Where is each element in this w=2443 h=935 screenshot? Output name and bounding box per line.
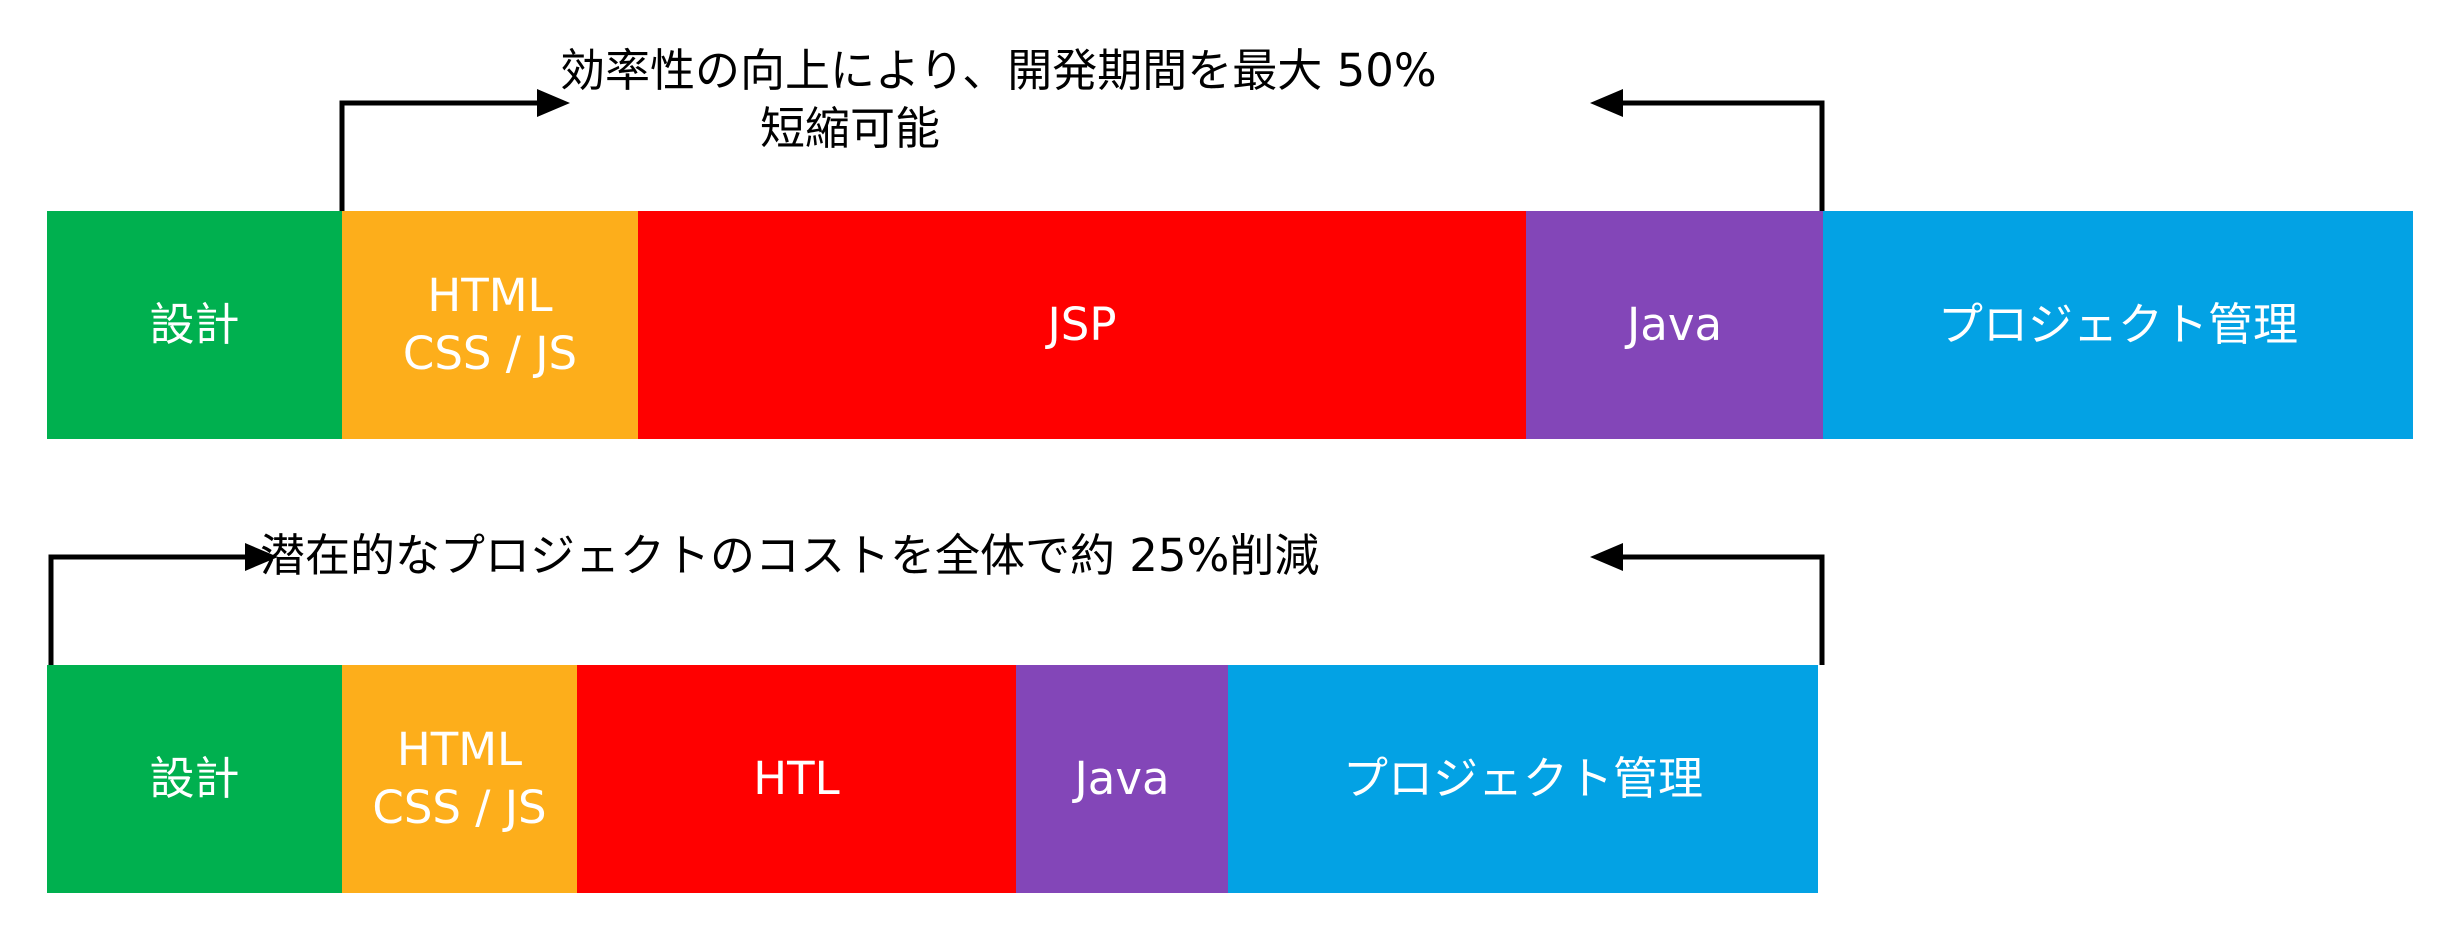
top-left-arrow xyxy=(339,89,570,211)
top-caption-line-1: 効率性の向上により、開発期間を最大 50% xyxy=(560,44,1437,97)
top-segment-design: 設計 xyxy=(47,211,342,439)
bottom-segment-frontend: HTML CSS / JS xyxy=(342,665,577,893)
bottom-right-arrow xyxy=(1590,543,1825,665)
bottom-left-arrow xyxy=(48,543,278,665)
bottom-segment-java: Java xyxy=(1016,665,1228,893)
top-segment-project-management: プロジェクト管理 xyxy=(1823,211,2413,439)
bottom-timeline-bar: 設計 HTML CSS / JS HTL Java プロジェクト管理 xyxy=(47,665,1818,893)
top-segment-jsp: JSP xyxy=(638,211,1526,439)
top-caption: 効率性の向上により、開発期間を最大 50% 短縮可能 xyxy=(560,42,1437,158)
top-segment-frontend: HTML CSS / JS xyxy=(342,211,638,439)
bottom-segment-design: 設計 xyxy=(47,665,342,893)
top-timeline-bar: 設計 HTML CSS / JS JSP Java プロジェクト管理 xyxy=(47,211,2413,439)
top-caption-line-2: 短縮可能 xyxy=(759,102,940,155)
top-segment-java: Java xyxy=(1526,211,1823,439)
top-right-arrow xyxy=(1590,89,1825,211)
bottom-caption: 潜在的なプロジェクトのコストを全体で約 25%削減 xyxy=(260,529,1320,582)
bottom-segment-htl: HTL xyxy=(577,665,1016,893)
bottom-segment-project-management: プロジェクト管理 xyxy=(1228,665,1818,893)
